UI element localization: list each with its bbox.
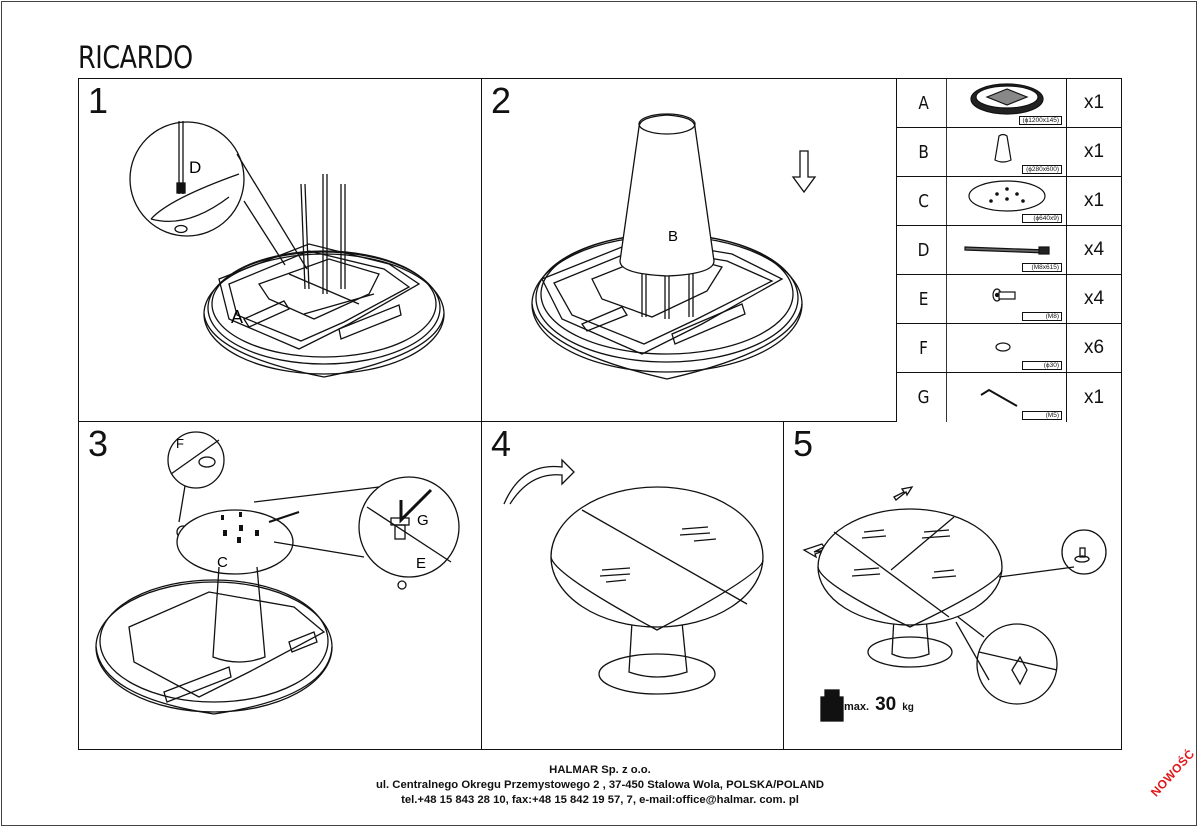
part-row-d: D (M8x615) x4 <box>897 226 1121 275</box>
bolt-icon: (M8) <box>951 275 1067 323</box>
part-quantity: x6 <box>1083 337 1105 358</box>
step-4-panel: 4 <box>482 422 784 749</box>
step-2-panel: 2 B <box>482 79 897 422</box>
company-name: HALMAR Sp. z o.o. <box>549 764 651 776</box>
part-row-f: F (ϕ30) x6 <box>897 324 1121 373</box>
part-dimension: (ϕ1200x145) <box>1019 116 1062 125</box>
part-dimension: (ϕ640x9) <box>1022 214 1062 223</box>
part-quantity: x1 <box>1083 386 1105 408</box>
max-weight-label: max. 30 kg <box>844 694 914 716</box>
step-4-illustration <box>503 458 764 695</box>
step-5-panel: 5 <box>784 422 1121 749</box>
part-quantity: x4 <box>1083 239 1105 260</box>
part-quantity: x1 <box>1083 141 1105 162</box>
step-5-illustration <box>802 486 1107 722</box>
part-dimension: (ϕ280x600) <box>1022 165 1062 174</box>
base-plate-icon: (ϕ640x9) <box>951 177 1067 225</box>
step-number: 5 <box>793 423 814 464</box>
weight-unit: kg <box>902 702 914 713</box>
label-a: A <box>231 307 243 327</box>
label-b: B <box>668 228 678 245</box>
label-c: C <box>217 554 228 571</box>
parts-list: A (ϕ1200x145) x1 B (ϕ280x600) x1 <box>897 79 1121 422</box>
part-letter: A <box>901 79 947 127</box>
table-top-icon: (ϕ1200x145) <box>951 79 1067 127</box>
product-title: RICARDO <box>78 40 193 76</box>
threaded-rod-icon: (M8x615) <box>951 226 1067 274</box>
weight-value: 30 <box>875 694 897 715</box>
part-quantity: x1 <box>1083 92 1105 113</box>
part-dimension: (M8x615) <box>1022 263 1062 272</box>
part-letter: F <box>901 324 947 372</box>
part-row-c: C (ϕ640x9) x1 <box>897 177 1121 226</box>
part-row-e: E (M8) x4 <box>897 275 1121 324</box>
part-quantity: x4 <box>1083 288 1105 309</box>
step-number: 4 <box>491 423 512 464</box>
felt-pad-icon: (ϕ30) <box>951 324 1067 372</box>
label-f: F <box>176 436 184 451</box>
part-letter: D <box>901 226 947 274</box>
part-dimension: (M5) <box>1022 411 1062 420</box>
part-row-a: A (ϕ1200x145) x1 <box>897 79 1121 128</box>
part-letter: B <box>901 128 947 176</box>
part-dimension: (ϕ30) <box>1022 361 1062 370</box>
part-letter: C <box>901 177 947 225</box>
part-letter: G <box>901 373 947 422</box>
step-3-panel: 3 <box>79 422 482 749</box>
weight-prefix: max. <box>844 701 870 713</box>
label-g: G <box>417 512 429 529</box>
part-row-b: B (ϕ280x600) x1 <box>897 128 1121 177</box>
label-e: E <box>416 555 426 572</box>
part-row-g: G (M5) x1 <box>897 373 1121 422</box>
part-quantity: x1 <box>1083 190 1105 211</box>
label-d: D <box>189 158 201 177</box>
instruction-sheet: 1 <box>78 78 1122 750</box>
company-contact: tel.+48 15 843 28 10, fax:+48 15 842 19 … <box>401 794 799 806</box>
step-number: 2 <box>491 80 512 121</box>
step-3-illustration: F G E C <box>95 431 460 715</box>
company-address: ul. Centralnego Okregu Przemystowego 2 ,… <box>375 779 824 791</box>
part-letter: E <box>901 275 947 323</box>
allen-key-icon: (M5) <box>951 373 1067 422</box>
step-number: 1 <box>88 80 109 121</box>
part-dimension: (M8) <box>1022 312 1062 321</box>
step-number: 3 <box>88 423 109 464</box>
column-leg-icon: (ϕ280x600) <box>951 128 1067 176</box>
step-1-panel: 1 <box>79 79 482 422</box>
step-2-illustration: B <box>531 113 817 380</box>
step-1-illustration: D A <box>129 121 445 378</box>
